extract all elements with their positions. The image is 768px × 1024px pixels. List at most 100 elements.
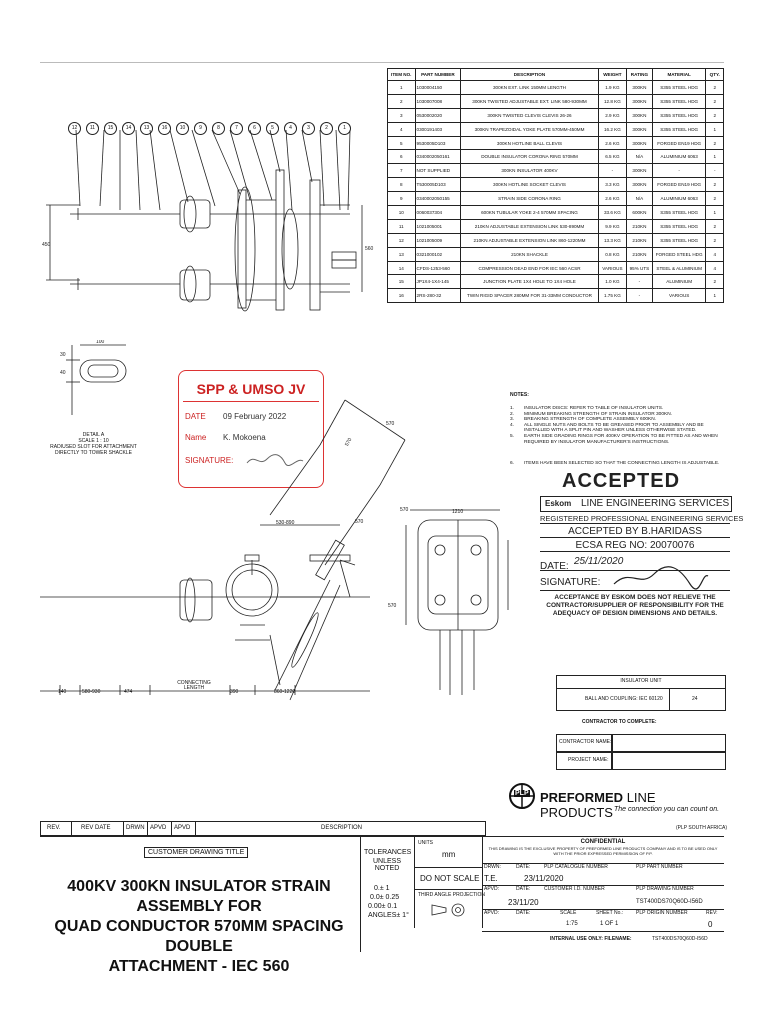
bom-cell: DOUBLE INSULATOR CORONA RING 570MM xyxy=(460,149,599,165)
bom-header: QTY. xyxy=(705,68,724,81)
bom-cell: 12.8 KG xyxy=(597,93,628,109)
third-angle-projection-label: THIRD ANGLE PROJECTION xyxy=(418,892,485,898)
confidential-text: THIS DRAWING IS THE EXCLUSIVE PROPERTY O… xyxy=(488,846,718,856)
eskom-signature-scribble xyxy=(613,566,709,590)
bom-cell: 3 xyxy=(387,107,416,123)
item-balloon: 2 xyxy=(320,122,333,135)
bom-cell: 600KN TUBULAR YOKE 2-4 570MM SPACING xyxy=(460,205,599,220)
bom-cell: 1.9 KG xyxy=(597,80,628,95)
plp-drawing-number: TST400DS70Q60D-I56D xyxy=(636,899,703,905)
bom-cell: 1021005009 xyxy=(414,232,462,248)
bom-header-row: ITEM NO. PART NUMBER DESCRIPTION WEIGHT … xyxy=(387,68,724,81)
eskom-ecsa-reg: ECSA REG NO: 20070076 xyxy=(540,540,730,552)
bom-cell: VARIOUS xyxy=(651,288,707,304)
units-value: mm xyxy=(442,850,456,859)
bom-cell: STRAIN SIDE CORONA RING xyxy=(460,191,599,207)
eskom-accepted-title: ACCEPTED xyxy=(562,470,681,492)
bom-cell: 11 xyxy=(387,218,416,234)
contractor-name-label: CONTRACTOR NAME: xyxy=(559,739,612,745)
bom-cell: 2 xyxy=(705,274,724,290)
bom-cell: 2 xyxy=(387,93,416,109)
bom-cell: T530005D103 xyxy=(414,177,462,193)
project-name-label: PROJECT NAME: xyxy=(568,757,609,763)
note-item: 4.ALL SINGLE NUTS AND BOLTS TO BE GREASE… xyxy=(510,423,722,434)
date-label-3: DATE: xyxy=(516,910,531,916)
bom-cell: 210KN ADJUSTABLE EXTENSION LINK 860-1220… xyxy=(460,232,599,248)
item-balloon: 9 xyxy=(194,122,207,135)
sheet-label: SHEET No.: xyxy=(596,910,624,916)
note-number: 4. xyxy=(510,422,515,428)
dim-860-1220: 860-1220 xyxy=(274,689,296,695)
bom-cell: ALUMINIUM 6063 xyxy=(651,149,707,165)
assembly-isometric-view xyxy=(269,399,406,701)
bom-cell: 1021005001 xyxy=(414,218,462,234)
contractor-section: CONTRACTOR TO COMPLETE: CONTRACTOR NAME:… xyxy=(556,712,726,772)
note-item: 3.BREAKING STRENGTH OF COMPLETE ASSEMBLY… xyxy=(510,417,722,423)
bom-cell: 2.6 KG xyxy=(597,191,628,207)
plp-name-bold: PREFORMED xyxy=(540,790,624,805)
bom-cell: S355 STEEL HDG xyxy=(651,80,707,95)
tolerance-3: 0.00± 0.1 xyxy=(368,903,398,910)
bom-cell: 7 xyxy=(387,163,416,179)
bom-cell: 2.6 KG xyxy=(597,135,628,151)
drwn-col: DRWN xyxy=(126,825,145,831)
bom-cell: - xyxy=(705,163,724,179)
internal-use-label: INTERNAL USE ONLY: FILENAME: xyxy=(550,936,632,942)
bom-cell: 1 xyxy=(705,205,724,220)
scale-value: 1:75 xyxy=(566,921,578,927)
bom-cell: JP1X4-1X4-145 xyxy=(414,274,462,290)
assembly-side-elevation xyxy=(40,524,370,695)
bom-cell: 2 xyxy=(705,93,724,109)
bom-cell: 14 xyxy=(387,260,416,276)
bom-cell: 33.6 KG xyxy=(597,205,628,220)
bom-cell: 10 xyxy=(387,205,416,220)
note-item: 2.MINIMUM BREAKING STRENGTH OF STRAIN IN… xyxy=(510,412,722,418)
note-text: ITEMS HAVE BEEN SELECTED SO THAT THE CON… xyxy=(524,461,720,467)
bom-cell: S355 STEEL HDG xyxy=(651,121,707,137)
bom-cell: 12 xyxy=(387,232,416,248)
note-number: 6. xyxy=(510,461,515,467)
bom-header: MATERIAL xyxy=(651,68,707,81)
bom-cell: 2 xyxy=(705,107,724,123)
bom-cell: 0340002050155 xyxy=(414,191,462,207)
bom-cell: 1 xyxy=(705,149,724,165)
bom-cell: 300KN xyxy=(626,80,653,95)
bom-cell: JUNCTION PLATE 1X4 HOLE TO 1X4 HOLE xyxy=(460,274,599,290)
bom-cell: 1030004150 xyxy=(414,80,462,95)
bom-cell: 1.75 KG xyxy=(597,288,628,304)
title-block: CUSTOMER DRAWING TITLE 400KV 300KN INSUL… xyxy=(40,836,724,975)
bom-cell: 600KN xyxy=(626,205,653,220)
bom-cell: S355 STEEL HDG xyxy=(651,205,707,220)
bom-cell: 210KN xyxy=(626,246,653,262)
bom-cell: 16.2 KG xyxy=(597,121,628,137)
bom-cell: - xyxy=(626,288,653,304)
dim-560: 560 xyxy=(365,246,374,252)
bom-cell: 2 xyxy=(705,80,724,95)
bom-cell: 4 xyxy=(705,260,724,276)
item-balloon: 13 xyxy=(140,122,153,135)
third-angle-projection-icon xyxy=(431,903,465,917)
item-balloon: 1 xyxy=(338,122,351,135)
bom-cell: FORGED EN19 HDG xyxy=(651,135,707,151)
note-number: 1. xyxy=(510,406,515,411)
note-item: 5.EARTH SIDE GRADING RINGS FOR 400KV OPE… xyxy=(510,434,722,445)
bom-cell: 0.8 KG xyxy=(597,246,628,262)
revision-row: REV. REV DATE DRWN APVD APVD DESCRIPTION xyxy=(40,821,486,836)
bom-cell: 9.9 KG xyxy=(597,218,628,234)
bom-cell: 2 xyxy=(705,191,724,207)
bom-cell: 300KN TRAPEZOIDAL YOKE PLATE 570MM-450MM xyxy=(460,121,599,137)
apvd-col-2: APVD xyxy=(174,825,191,831)
eskom-date-label: DATE: xyxy=(540,561,569,572)
dim-1210: 1210 xyxy=(452,509,464,515)
bom-cell: 1030007008 xyxy=(414,93,462,109)
dim-30: 30 xyxy=(60,352,66,358)
customer-id-label: CUSTOMER I.D. NUMBER xyxy=(544,886,605,892)
bom-cell: 2 xyxy=(705,135,724,151)
item-balloon: 14 xyxy=(122,122,135,135)
